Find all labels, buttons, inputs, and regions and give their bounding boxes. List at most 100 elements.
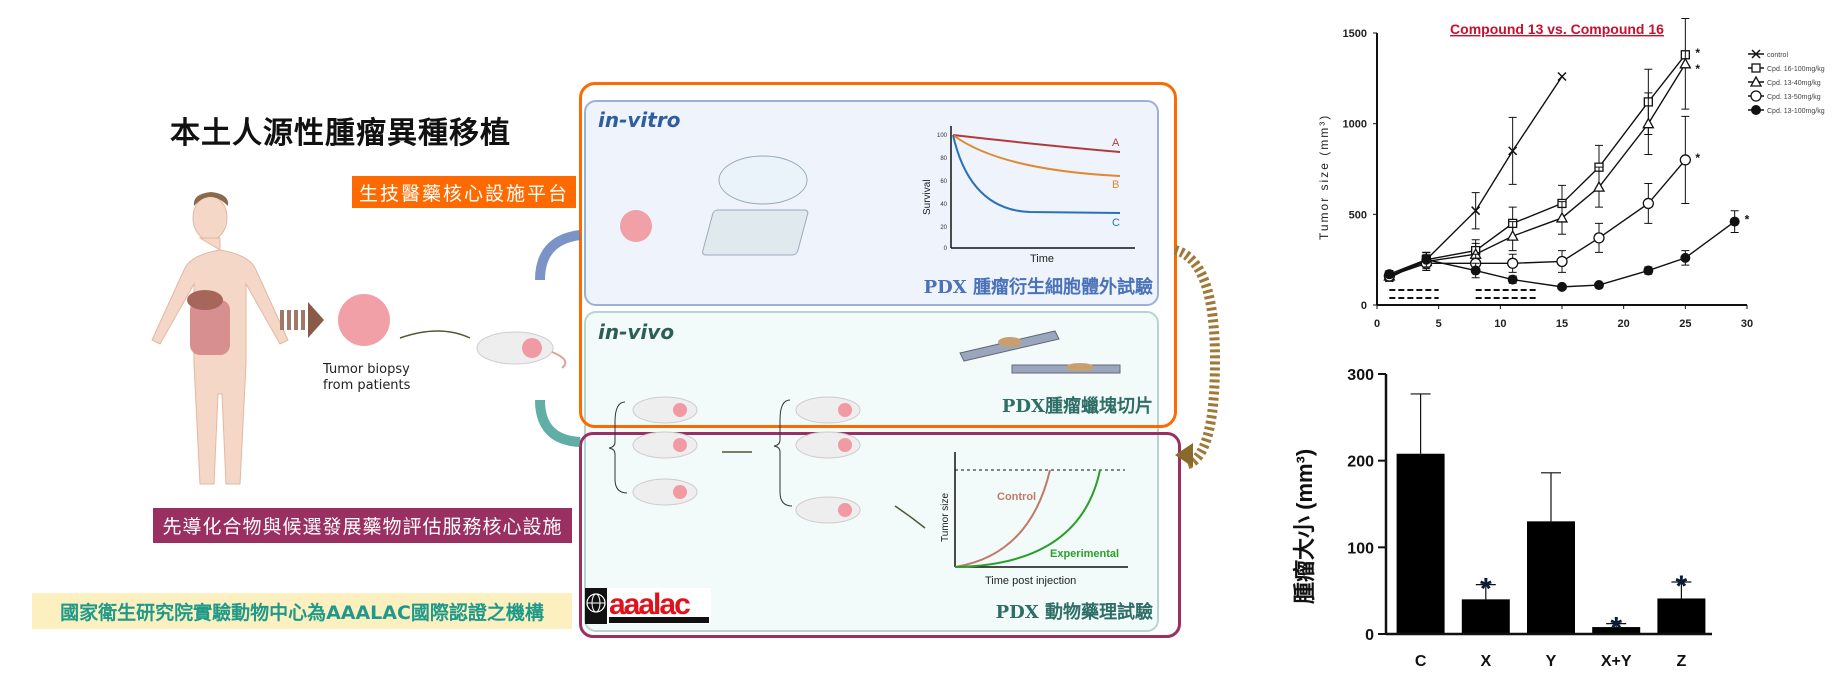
survival-ytick: 80	[940, 156, 947, 162]
tumor-cells-icon	[338, 294, 390, 346]
triangle-marker	[1555, 211, 1569, 223]
curved-arrow-icon	[535, 230, 581, 281]
feedback-arrow-icon	[1173, 245, 1221, 470]
curved-arrow-icon	[535, 399, 581, 447]
bar-chart-ylabel: 腫瘤大小 (mm³)	[1292, 449, 1317, 604]
legend-label: control	[1767, 52, 1788, 59]
line-chart-title: Compound 13 vs. Compound 16	[1450, 21, 1664, 37]
open-circle-marker	[1642, 197, 1654, 210]
y-tick-label: 0	[1365, 627, 1374, 644]
open-circle-marker	[1556, 255, 1568, 268]
series-line	[1389, 159, 1686, 277]
category-label: C	[1415, 653, 1427, 670]
filled-circle-marker	[1507, 274, 1518, 285]
error-bar	[1410, 393, 1431, 454]
lead-compound-core-frame	[579, 432, 1181, 638]
x-tick-label: 5	[1436, 318, 1442, 330]
open-circle-marker	[1593, 232, 1605, 244]
y-tick-label: 100	[1347, 540, 1374, 557]
filled-circle-marker	[1384, 269, 1395, 280]
well-plate-icon	[702, 209, 809, 256]
filled-circle-marker	[1421, 254, 1432, 265]
y-tick-label: 200	[1347, 454, 1374, 471]
legend-label: Cpd. 16-100mg/kg	[1767, 66, 1825, 73]
petri-dish-icon	[718, 155, 808, 205]
mouse-icon	[476, 331, 567, 369]
bar-x-plus-y	[1592, 627, 1641, 634]
curve-label-b: B	[1112, 179, 1119, 191]
series-control: control	[1384, 49, 1788, 283]
series-line	[1389, 63, 1686, 277]
tissue-slides-icon	[959, 330, 1121, 374]
y-tick-label: 0	[1361, 300, 1367, 312]
filled-circle-marker	[1594, 280, 1604, 291]
series-cpd-13-50mg-kg: *Cpd. 13-50mg/kg	[1383, 90, 1821, 282]
x-marker	[1471, 206, 1481, 216]
triangle-marker	[1749, 75, 1763, 87]
tumor-cells-icon	[620, 210, 652, 242]
filled-circle-marker	[1680, 252, 1691, 263]
bar-z	[1657, 598, 1706, 634]
brace-icon	[773, 399, 793, 507]
category-label: X+Y	[1601, 653, 1632, 670]
x-marker	[1557, 71, 1567, 82]
filled-circle-marker	[1557, 281, 1567, 292]
series-line	[1389, 54, 1686, 277]
bar-x	[1461, 599, 1510, 634]
feedback-arrowhead-icon	[1175, 443, 1193, 467]
open-circle-marker	[1679, 154, 1691, 166]
line-chart-ylabel: Tumor size (mm³)	[1317, 114, 1331, 240]
x-marker	[1508, 146, 1518, 156]
curve-label-c: C	[1112, 217, 1120, 229]
legend-label: Cpd. 13-100mg/kg	[1767, 108, 1825, 115]
triangle-marker	[1592, 180, 1606, 192]
category-label: X	[1480, 653, 1491, 670]
chevron-arrow-icon	[280, 302, 324, 338]
legend-label: Cpd. 13-40mg/kg	[1767, 80, 1821, 87]
triangle-marker	[1642, 117, 1655, 129]
x-tick-label: 15	[1556, 318, 1568, 330]
category-label: Y	[1546, 653, 1557, 670]
bar-c	[1396, 453, 1445, 634]
arrow-icon	[894, 505, 926, 529]
error-bar	[1475, 584, 1496, 600]
y-tick-label: 300	[1347, 367, 1374, 384]
biotech-core-label: 生技醫藥核心設施平台	[352, 176, 576, 208]
in-vivo-heading: in-vivo	[598, 320, 675, 344]
mouse-tumor-icons	[673, 403, 852, 517]
y-tick-label: 500	[1349, 209, 1367, 221]
legend-label: Cpd. 13-50mg/kg	[1767, 94, 1821, 101]
survival-ytick: 40	[940, 202, 947, 208]
triangle-marker	[1506, 229, 1519, 241]
x-tick-label: 0	[1374, 318, 1380, 330]
survival-ytick: 60	[940, 179, 947, 185]
growth-ylabel: Tumor size	[940, 492, 951, 542]
open-circle-marker	[1750, 90, 1762, 102]
in-vitro-heading: in-vitro	[598, 108, 681, 132]
significance-star: *	[1676, 570, 1688, 603]
triangle-marker	[1679, 57, 1692, 69]
in-vitro-caption: PDX 腫瘤衍生細胞體外試驗	[923, 277, 1153, 298]
survival-ytick: 20	[940, 225, 947, 231]
x-tick-label: 25	[1679, 318, 1691, 330]
experimental-curve-label: Experimental	[1050, 548, 1119, 560]
open-circle-marker	[1507, 257, 1519, 269]
biopsy-label-line1: Tumor biopsy	[323, 362, 410, 377]
significance-star: *	[1695, 62, 1700, 76]
category-label: Z	[1677, 653, 1687, 670]
survival-ytick: 100	[937, 133, 948, 139]
x-tick-label: 20	[1618, 318, 1630, 330]
filled-circle-marker	[1643, 265, 1654, 276]
biopsy-label: Tumor biopsy from patients	[323, 362, 410, 394]
survival-xlabel: Time	[1030, 253, 1054, 265]
in-vitro-panel	[584, 100, 1159, 306]
page-title: 本土人源性腫瘤異種移植	[170, 116, 511, 151]
control-curve-label: Control	[997, 491, 1036, 503]
lead-compound-core-label: 先導化合物與候選發展藥物評估服務核心設施	[153, 508, 572, 543]
pharmacology-caption: PDX 動物藥理試驗	[995, 602, 1153, 623]
curve-label-a: A	[1112, 137, 1120, 149]
growth-xlabel: Time post injection	[985, 575, 1076, 587]
error-bar	[1671, 581, 1692, 599]
